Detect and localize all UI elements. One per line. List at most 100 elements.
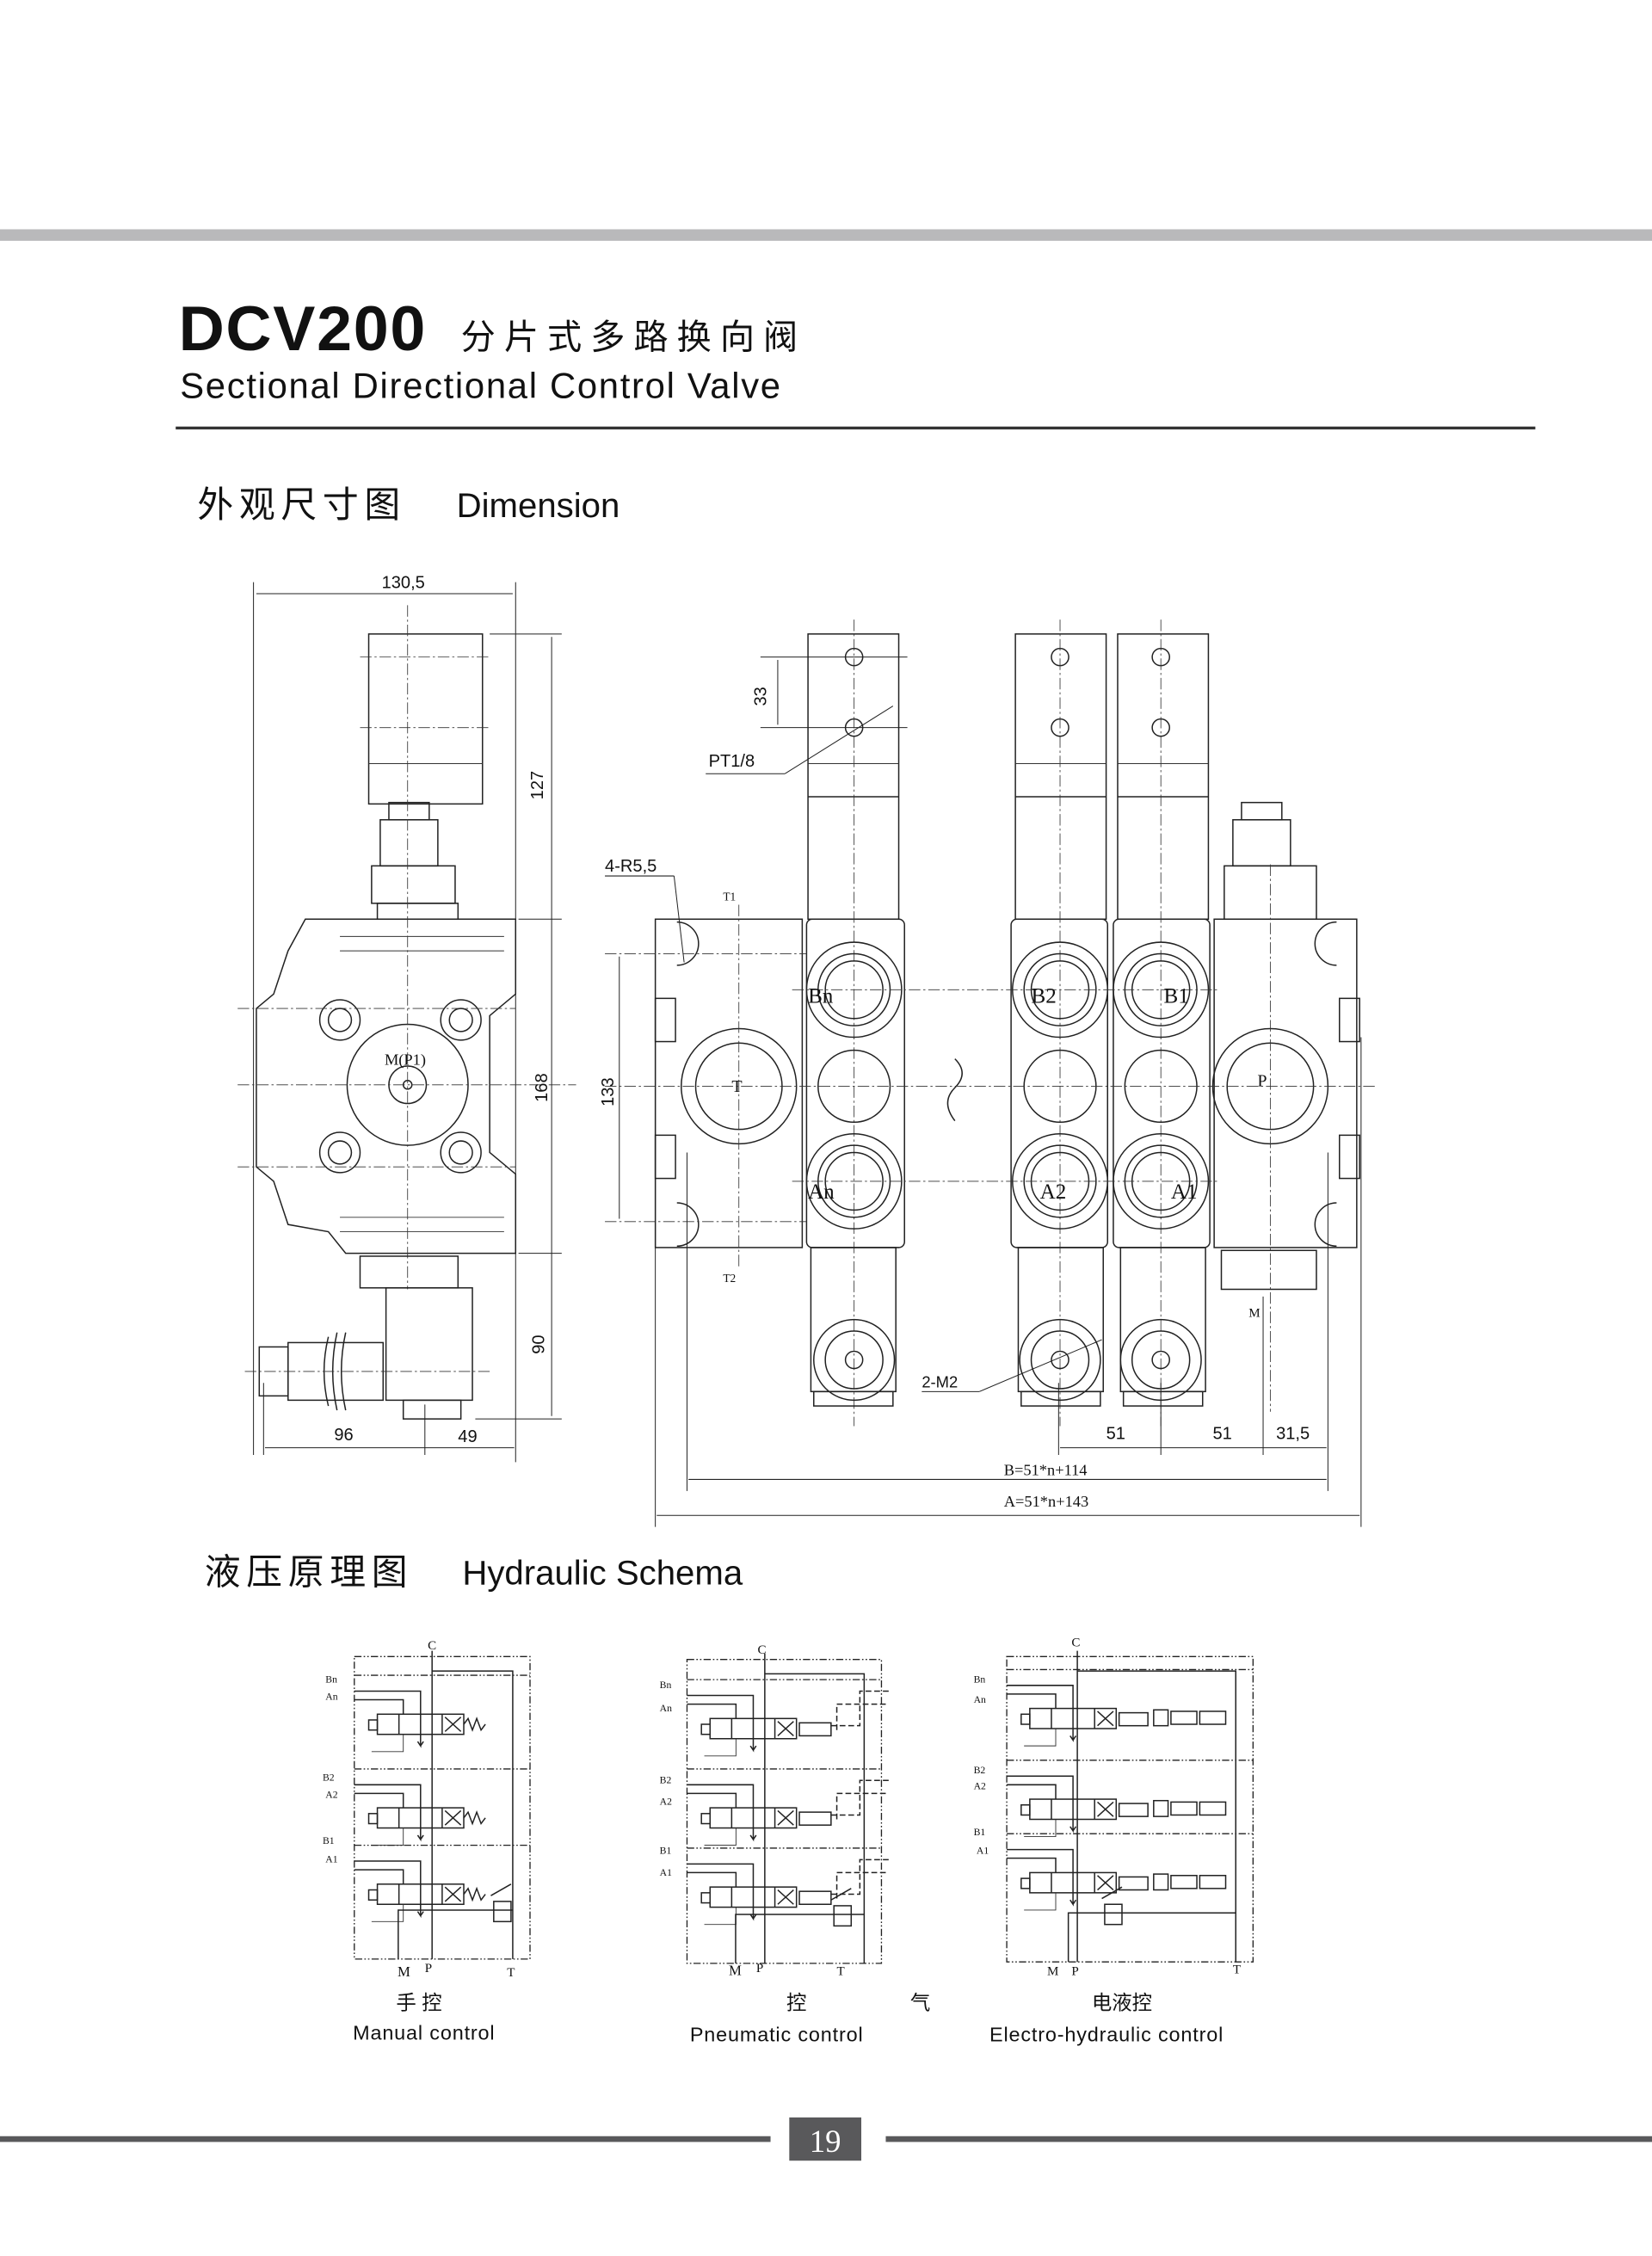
dim-90: 90 [530,1334,549,1353]
port-a2-label: A2 [1040,1180,1067,1204]
pilot-valve-icon [1170,1875,1198,1889]
cap-circle [1030,1330,1090,1390]
dim-130-5: 130,5 [382,573,425,592]
cross-flow-icon [444,1717,462,1732]
lever-icon [367,1889,379,1901]
side-view-drawing: M(P1) 130,5 127 168 90 96 49 [237,573,576,1463]
port-line-b [1007,1775,1074,1800]
port-an-label: An [808,1180,835,1204]
m-label: M [1248,1306,1260,1320]
port-t: T [837,1964,845,1978]
dimension-heading-cn: 外观尺寸图 [197,484,406,525]
relief-line [398,1909,513,1959]
port-label: A1 [660,1867,672,1878]
lever-icon [1020,1877,1031,1889]
check-arrow-icon [749,1738,757,1753]
check-arrow-icon [416,1904,424,1919]
dim-49: 49 [458,1427,477,1446]
lever-icon [700,1723,712,1735]
port-line-a [687,1792,737,1809]
t2-label: T2 [723,1272,736,1285]
spring-icon [463,1717,486,1732]
valve-section [805,619,903,1427]
hydraulic-schematic-electro [1006,1650,1254,1963]
port-label: B1 [974,1827,986,1838]
solenoid-icon [1118,1876,1149,1891]
port-label: An [974,1694,986,1705]
dim-31-5: 31,5 [1276,1425,1310,1444]
port-label: Bn [660,1680,672,1691]
port-line-b [354,1784,422,1809]
adjust-arrow-icon [490,1883,512,1896]
pilot-valve-icon [1199,1875,1227,1889]
port-line-b [1007,1848,1074,1873]
port-p: P [1071,1964,1078,1978]
lever-icon [700,1892,712,1904]
pneumatic-actuator-icon [798,1722,832,1737]
pilot-valve-icon [1170,1801,1198,1816]
m2-label: 2-M2 [922,1372,958,1390]
port-circle [1023,1144,1097,1218]
pilot-valve-icon [1153,1799,1169,1817]
lever-icon [1020,1713,1031,1725]
adjust-arrow-icon [1101,1886,1123,1900]
port-c: C [428,1639,436,1653]
solenoid-icon [1118,1711,1149,1727]
t1-label: T1 [723,891,736,903]
port-circle [824,1151,884,1211]
manual-label-en: Manual control [353,2022,495,2044]
port-label: An [325,1692,337,1703]
port-label: B2 [974,1765,986,1776]
relief-line [735,1914,865,1963]
title-cn: 分片式多路换向阀 [461,317,807,356]
gauge-port-label: M(P1) [385,1051,426,1069]
mount-holes-label: 4-R5,5 [605,857,656,876]
check-arrow-icon [1069,1729,1077,1742]
port-label: B1 [323,1835,335,1846]
cross-flow-icon [1097,1875,1114,1891]
dim-51-b: 51 [1212,1425,1231,1444]
port-b1-label: B1 [1164,984,1189,1008]
schematic-boundary [1006,1655,1254,1963]
lever-icon [367,1719,379,1731]
cross-flow-icon [1097,1710,1114,1727]
title-en: Sectional Directional Control Valve [180,365,782,405]
return-line [1024,1819,1057,1838]
dim-51-a: 51 [1106,1425,1125,1444]
port-bn-label: Bn [808,984,834,1008]
pilot-valve-icon [1153,1873,1169,1891]
lever-icon [367,1813,379,1825]
schema-heading-cn: 液压原理图 [205,1552,414,1593]
tank-line [1077,1670,1236,1963]
port-line-a [354,1698,404,1715]
pneumatic-label-cn-b: 气 [910,1991,930,2013]
port-label: B2 [323,1772,335,1783]
cap-circle [813,1318,896,1402]
pneumatic-actuator-icon [798,1811,832,1826]
return-line [704,1738,737,1757]
front-view-drawing: 33 PT1/8 4-R5,5 133 T1 T2 M 2-M2 T P Bn … [599,619,1376,1527]
port-p: P [756,1962,763,1976]
port-line-b [687,1694,755,1719]
relief-valve-icon [493,1901,512,1923]
footer-bar-left [0,2136,771,2142]
pilot-valve-icon [1199,1710,1227,1725]
port-line-b [354,1860,422,1884]
port-line-b [687,1863,755,1888]
manual-label-cn: 手 控 [396,1991,441,2013]
dim-96: 96 [334,1426,353,1445]
cross-flow-icon [777,1721,794,1736]
port-label: A2 [660,1797,672,1808]
solenoid-icon [1118,1803,1149,1817]
pneumatic-actuator-icon [798,1890,832,1906]
hydraulic-schematic-pneu [686,1653,889,1964]
port-thread-label: PT1/8 [709,752,755,771]
port-label: A1 [977,1846,989,1857]
lever-icon [1020,1803,1031,1816]
electro-panel-labels: C Bn An B2 A2 B1 A1 M P T 电液控 Electro-hy… [974,1637,1242,2046]
tank-line [432,1670,514,1959]
port-circle [817,1049,891,1124]
valve-section [1113,619,1210,1427]
pilot-valve-icon [1199,1801,1227,1816]
port-label: An [660,1703,672,1714]
